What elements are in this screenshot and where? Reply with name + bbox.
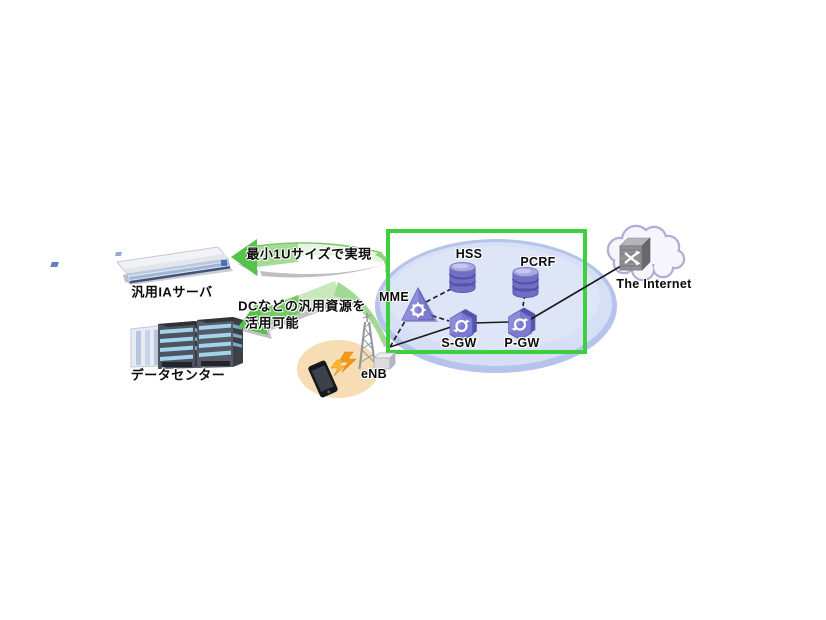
lightning-bolt-icon bbox=[330, 351, 357, 377]
mme-label: MME bbox=[378, 290, 410, 304]
arrow-top bbox=[231, 239, 391, 276]
pgw-label: P-GW bbox=[504, 336, 540, 350]
arrow-top-label: 最小1Uサイズで実現 bbox=[246, 246, 372, 262]
switch-cube-icon bbox=[619, 237, 651, 271]
hss-database-icon bbox=[449, 262, 476, 293]
rack-server-1u-icon bbox=[50, 246, 233, 285]
pgw-internet-line bbox=[530, 262, 627, 320]
pcrf-database-icon bbox=[512, 267, 539, 298]
enb-label: eNB bbox=[361, 367, 387, 381]
smartphone-icon bbox=[308, 360, 338, 398]
internet-label: The Internet bbox=[616, 277, 692, 291]
antenna-tower-icon bbox=[358, 313, 377, 370]
hss-label: HSS bbox=[455, 247, 483, 261]
epc-network-ellipse bbox=[375, 239, 617, 373]
pcrf-label: PCRF bbox=[520, 255, 556, 269]
sgw-label: S-GW bbox=[441, 336, 477, 350]
arrow-bottom-label-line2: 活用可能 bbox=[244, 315, 300, 331]
radio-access-cluster bbox=[297, 313, 396, 398]
mme-triangle-gear-icon bbox=[401, 286, 438, 322]
buildings-icon bbox=[130, 317, 243, 369]
arrow-bottom bbox=[238, 281, 387, 343]
datacenter-label: データセンター bbox=[130, 367, 226, 383]
highlight-green-box bbox=[386, 229, 587, 354]
sgw-hexagon-router-icon bbox=[449, 309, 477, 342]
arrow-bottom-label-line1: DCなどの汎用資源を bbox=[238, 298, 366, 314]
server-label: 汎用IAサーバ bbox=[131, 284, 213, 300]
pgw-hexagon-router-icon bbox=[508, 307, 536, 341]
enb-cabinet-icon bbox=[373, 352, 396, 370]
